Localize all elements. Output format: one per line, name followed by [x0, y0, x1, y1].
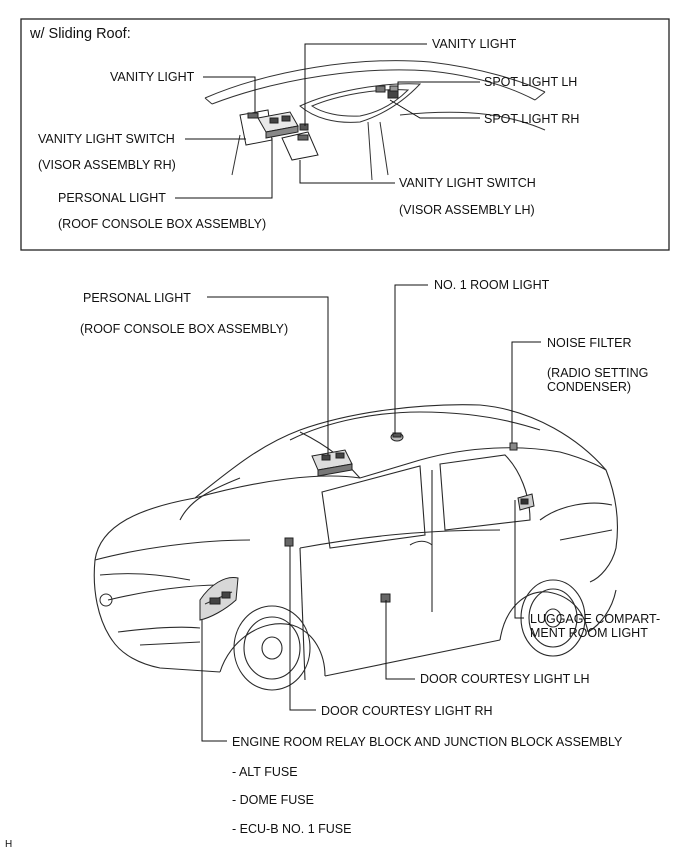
- label-spot-light-rh: SPOT LIGHT RH: [484, 112, 580, 126]
- label-visor-rh: (VISOR ASSEMBLY RH): [38, 158, 176, 172]
- label-vanity-light-top: VANITY LIGHT: [432, 37, 517, 51]
- label-roof-console-inset: (ROOF CONSOLE BOX ASSEMBLY): [58, 217, 267, 231]
- label-noise-filter: NOISE FILTER: [547, 336, 632, 350]
- label-fuse-alt: - ALT FUSE: [232, 765, 298, 779]
- car-body: [93, 404, 619, 681]
- roof-console-inset: [257, 111, 299, 139]
- inset-frame: [20, 18, 670, 251]
- inset-roof-drawing: [204, 60, 546, 181]
- label-no1-room-light: NO. 1 ROOM LIGHT: [434, 278, 550, 292]
- corner-mark: H: [5, 839, 13, 850]
- label-luggage-light: LUGGAGE COMPART- MENT ROOM LIGHT: [530, 612, 661, 640]
- label-vanity-switch-lh: VANITY LIGHT SWITCH: [399, 176, 536, 190]
- label-spot-light-lh: SPOT LIGHT LH: [484, 75, 578, 89]
- wheels: [233, 579, 586, 691]
- front-details: [99, 573, 191, 607]
- label-engine-room-block: ENGINE ROOM RELAY BLOCK AND JUNCTION BLO…: [232, 735, 623, 749]
- label-door-courtesy-lh: DOOR COURTESY LIGHT LH: [420, 672, 590, 686]
- label-personal-light: PERSONAL LIGHT: [83, 291, 191, 305]
- label-radio-condenser: (RADIO SETTING CONDENSER): [547, 366, 649, 394]
- label-fuse-ecub: - ECU-B NO. 1 FUSE: [232, 822, 352, 836]
- door-courtesy-rh-part: [284, 537, 294, 547]
- noise-filter-part: [509, 442, 518, 451]
- label-visor-lh: (VISOR ASSEMBLY LH): [399, 203, 535, 217]
- label-vanity-light-left: VANITY LIGHT: [110, 70, 195, 84]
- roof-console-main: [311, 449, 353, 477]
- label-roof-console: (ROOF CONSOLE BOX ASSEMBLY): [80, 322, 289, 336]
- label-fuse-dome: - DOME FUSE: [232, 793, 314, 807]
- inset-title: w/ Sliding Roof:: [30, 26, 131, 42]
- label-door-courtesy-rh: DOOR COURTESY LIGHT RH: [321, 704, 493, 718]
- no1-room-light-part: [390, 432, 404, 442]
- spot-lights: [375, 85, 399, 99]
- label-personal-light-inset: PERSONAL LIGHT: [58, 191, 166, 205]
- label-vanity-switch-rh: VANITY LIGHT SWITCH: [38, 132, 175, 146]
- engine-room-block-part: [199, 576, 239, 621]
- luggage-light-part: [517, 493, 535, 511]
- visor-lh: [281, 123, 319, 161]
- main-leaders: [201, 284, 541, 742]
- inset-leaders: [175, 43, 480, 199]
